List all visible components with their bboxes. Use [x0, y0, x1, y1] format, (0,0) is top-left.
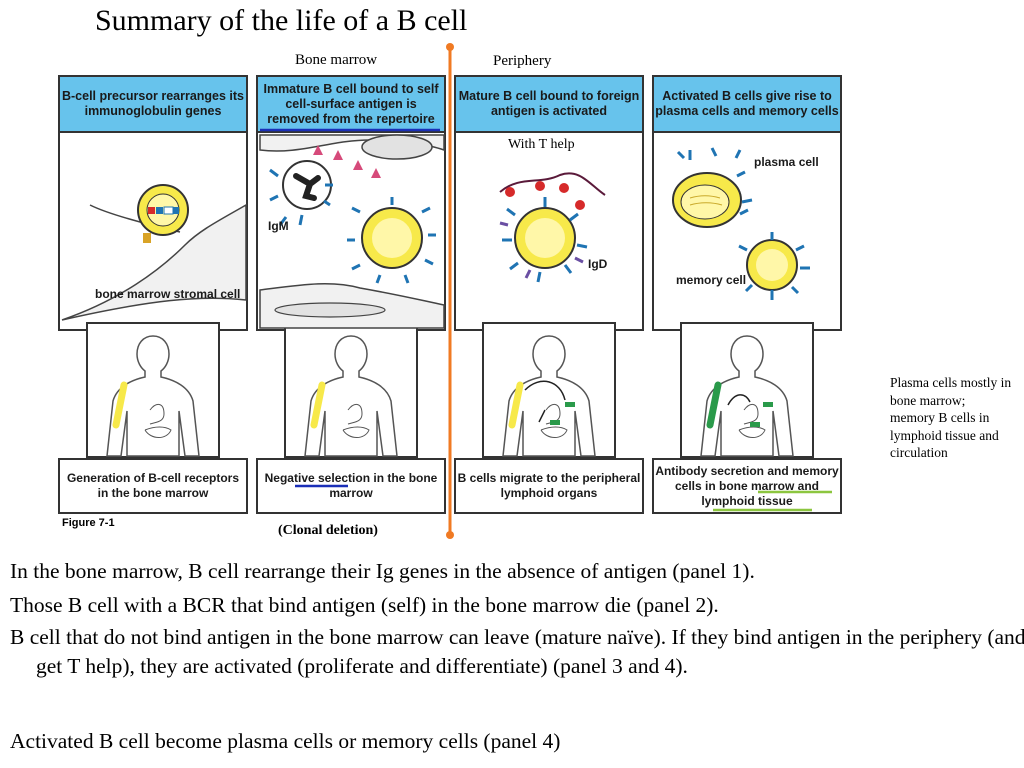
- b-cell-icon: [514, 207, 576, 269]
- label-igd: IgD: [588, 257, 608, 271]
- panel-3-caption: B cells migrate to the peripheral lympho…: [454, 458, 644, 514]
- receptor-icon: [738, 232, 810, 300]
- label-igm: IgM: [268, 219, 289, 233]
- panel-2-caption: Negative selection in the bone marrow: [256, 458, 446, 514]
- receptor-icon: [502, 197, 588, 283]
- receptor-icon: [676, 147, 753, 216]
- divider-top-dot: [446, 43, 454, 51]
- label-plasma-cell: plasma cell: [754, 155, 819, 169]
- memory-cell-icon: [746, 239, 798, 291]
- panel-2-header: Immature B cell bound to self cell-surfa…: [256, 75, 446, 133]
- annotation-clonal-deletion: (Clonal deletion): [278, 523, 378, 538]
- stromal-cell-icon: [259, 134, 445, 329]
- page-title: Summary of the life of a B cell: [95, 4, 468, 37]
- panel-4-caption: Antibody secretion and memory cells in b…: [652, 458, 842, 514]
- annotation-t-help: With T help: [508, 137, 575, 152]
- region-label-bone-marrow: Bone marrow: [295, 52, 378, 68]
- panel-2-caption-rest: selection in the bone marrow: [314, 471, 438, 500]
- receptor-icon: [269, 168, 436, 284]
- bullet-4: Activated B cell become plasma cells or …: [10, 729, 561, 753]
- region-label-periphery: Periphery: [493, 53, 552, 69]
- antigen-icon: [499, 172, 606, 210]
- antigen-icon: [313, 145, 381, 178]
- negative-word: Negative: [264, 471, 315, 485]
- plasma-cell-icon: [672, 172, 742, 228]
- bullet-3: B cell that do not bind antigen in the b…: [10, 625, 1024, 678]
- b-cell-icon: [282, 160, 423, 269]
- figure-label: Figure 7-1: [62, 517, 115, 529]
- bullet-2: Those B cell with a BCR that bind antige…: [10, 593, 719, 617]
- panel-1-caption: Generation of B-cell receptors in the bo…: [58, 458, 248, 514]
- panel-1-header: B-cell precursor rearranges its immunogl…: [58, 75, 248, 133]
- panel-3-header: Mature B cell bound to foreign antigen i…: [454, 75, 644, 133]
- label-stromal-cell: bone marrow stromal cell: [95, 287, 241, 301]
- divider-bottom-dot: [446, 531, 454, 539]
- label-memory-cell: memory cell: [676, 273, 746, 287]
- b-cell-icon: [137, 184, 189, 243]
- body-silhouette-icon: [106, 335, 200, 457]
- panel-4-header: Activated B cells give rise to plasma ce…: [652, 75, 842, 133]
- bullet-1: In the bone marrow, B cell rearrange the…: [10, 559, 755, 583]
- side-note: Plasma cells mostly in bone marrow; memo…: [890, 375, 1012, 460]
